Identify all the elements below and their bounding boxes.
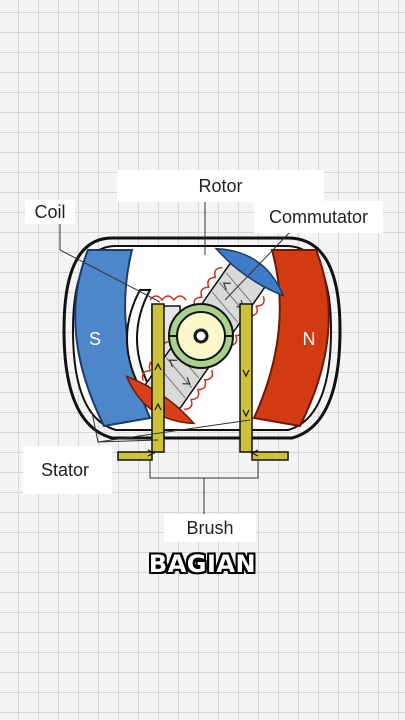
brush-label: Brush bbox=[164, 514, 256, 542]
caption-text: BAGIAN bbox=[148, 550, 257, 578]
south-pole-label: S bbox=[89, 329, 101, 349]
rotor-label: Rotor bbox=[117, 170, 324, 202]
motor-housing bbox=[62, 236, 342, 440]
north-pole-label: N bbox=[303, 329, 316, 349]
stator-label: Stator bbox=[23, 446, 112, 494]
rotor-shoe-blue bbox=[214, 247, 285, 297]
coil-label: Coil bbox=[25, 200, 75, 224]
leader-lines bbox=[59, 200, 291, 514]
commutator-label: Commutator bbox=[254, 201, 383, 233]
brush-current-arrows bbox=[147, 362, 259, 457]
shaft bbox=[193, 328, 209, 344]
left-brush bbox=[117, 303, 165, 461]
right-brush bbox=[239, 303, 289, 461]
